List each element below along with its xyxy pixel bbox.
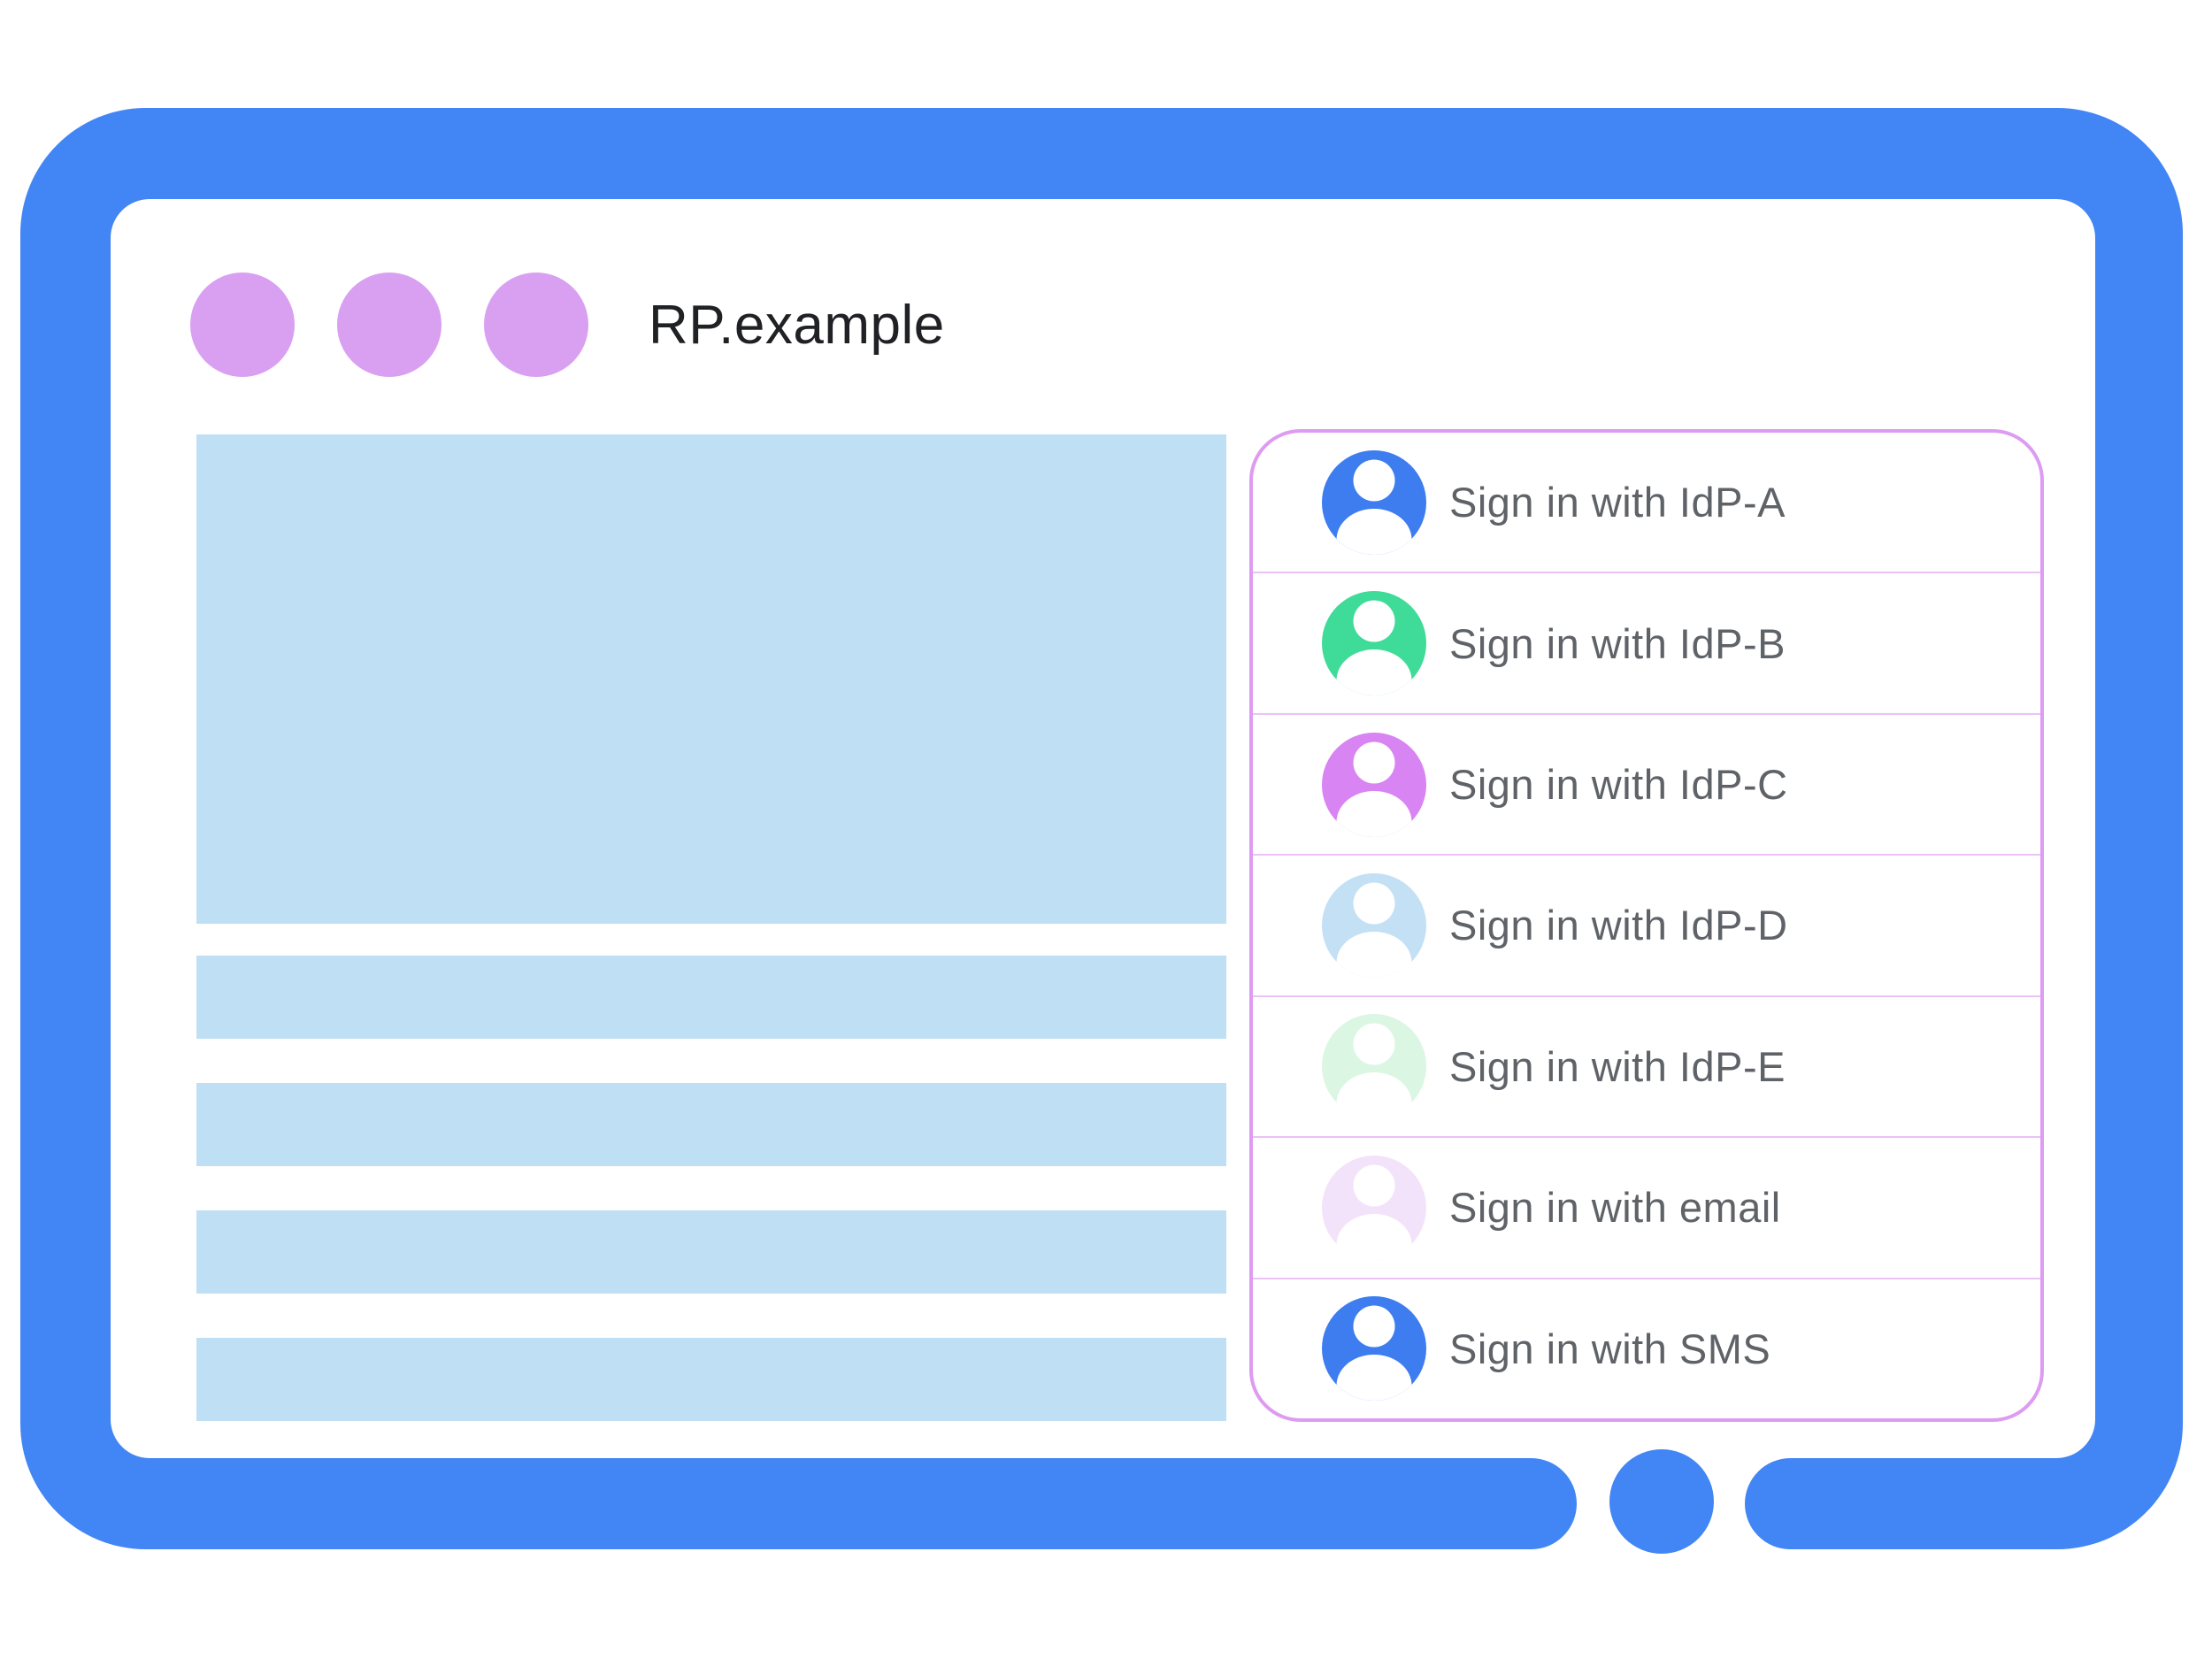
- avatar-icon: [1322, 449, 1426, 555]
- sign-in-option-email[interactable]: Sign in with email: [1253, 1136, 2040, 1277]
- window-controls: [190, 273, 588, 377]
- home-button[interactable]: [1609, 1449, 1714, 1554]
- sign-in-option-idp-e[interactable]: Sign in with IdP-E: [1253, 995, 2040, 1136]
- content-placeholder-bar: [196, 1338, 1226, 1421]
- content-placeholder-bar: [196, 1210, 1226, 1294]
- content-placeholder-hero: [196, 434, 1226, 924]
- sign-in-option-sms[interactable]: Sign in with SMS: [1253, 1277, 2040, 1418]
- page-title: RP.example: [649, 294, 945, 356]
- sign-in-option-label: Sign in with SMS: [1449, 1325, 1771, 1372]
- content-placeholder-bar: [196, 956, 1226, 1039]
- avatar-icon: [1322, 872, 1426, 978]
- window-control-dot[interactable]: [190, 273, 295, 377]
- avatar-icon: [1322, 1014, 1426, 1119]
- content-placeholder-bar: [196, 1083, 1226, 1166]
- sign-in-option-label: Sign in with IdP-C: [1449, 761, 1788, 809]
- window-control-dot[interactable]: [484, 273, 588, 377]
- sign-in-option-label: Sign in with IdP-A: [1449, 479, 1786, 526]
- sign-in-option-label: Sign in with IdP-B: [1449, 619, 1786, 667]
- content-placeholder-bars: [196, 956, 1226, 1421]
- sign-in-panel: Sign in with IdP-A Sign in with IdP-B Sign…: [1249, 429, 2044, 1422]
- sign-in-option-label: Sign in with email: [1449, 1184, 1781, 1232]
- sign-in-option-idp-b[interactable]: Sign in with IdP-B: [1253, 572, 2040, 712]
- sign-in-option-label: Sign in with IdP-E: [1449, 1042, 1786, 1090]
- avatar-icon: [1322, 591, 1426, 696]
- avatar-icon: [1322, 732, 1426, 837]
- sign-in-option-idp-c[interactable]: Sign in with IdP-C: [1253, 712, 2040, 854]
- avatar-icon: [1322, 1155, 1426, 1260]
- sign-in-option-label: Sign in with IdP-D: [1449, 902, 1788, 949]
- avatar-icon: [1322, 1296, 1426, 1402]
- bezel-bar-right-cap: [1745, 1458, 1860, 1549]
- sign-in-option-idp-a[interactable]: Sign in with IdP-A: [1253, 433, 2040, 572]
- sign-in-option-idp-d[interactable]: Sign in with IdP-D: [1253, 854, 2040, 995]
- bezel-bar-left-cap: [1460, 1458, 1577, 1549]
- window-control-dot[interactable]: [337, 273, 442, 377]
